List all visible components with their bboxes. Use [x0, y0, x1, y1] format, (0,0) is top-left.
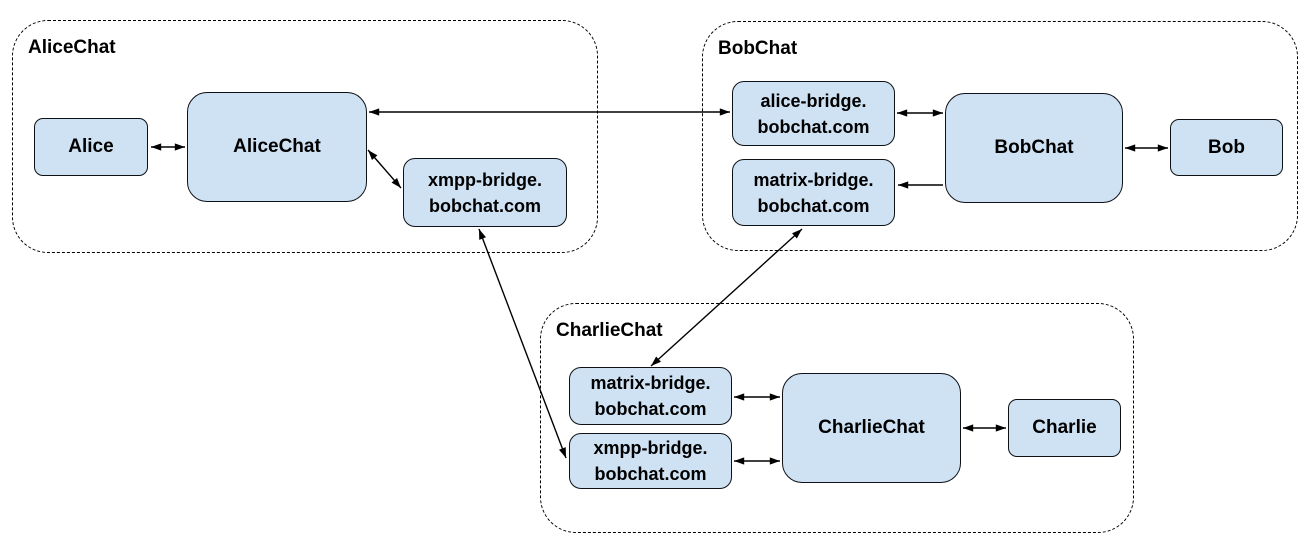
node-bob-user-label: Bob [1208, 136, 1245, 158]
node-bob-matrix-bridge-line2: bobchat.com [757, 195, 870, 216]
node-alice-xmpp-bridge-line2: bobchat.com [428, 195, 541, 216]
group-alicechat-label: AliceChat [28, 37, 116, 58]
node-charliechat-server-label: CharlieChat [818, 417, 925, 438]
node-charlie-xmpp-bridge: xmpp-bridge. bobchat.com [569, 433, 732, 489]
node-alice-user-label: Alice [68, 136, 114, 157]
node-alicechat-server-label: AliceChat [233, 136, 321, 157]
node-bob-matrix-bridge-line1: matrix-bridge. [753, 169, 874, 190]
node-charlie-user: Charlie [1008, 399, 1121, 457]
node-bob-alice-bridge: alice-bridge. bobchat.com [732, 81, 895, 146]
node-charlie-matrix-bridge-line2: bobchat.com [594, 399, 707, 419]
group-bobchat-label: BobChat [718, 38, 798, 59]
group-charliechat-label: CharlieChat [556, 320, 663, 341]
node-bob-matrix-bridge: matrix-bridge. bobchat.com [732, 159, 895, 226]
node-bob-alice-bridge-line2: bobchat.com [757, 116, 870, 137]
group-alicechat: AliceChat [12, 20, 598, 253]
node-charlie-xmpp-bridge-line2: bobchat.com [594, 464, 707, 484]
node-alice-xmpp-bridge-line1: xmpp-bridge. [427, 169, 542, 190]
node-charlie-matrix-bridge-line1: matrix-bridge. [590, 373, 711, 393]
node-charlie-matrix-bridge: matrix-bridge. bobchat.com [569, 367, 732, 425]
node-charlie-xmpp-bridge-line1: xmpp-bridge. [593, 438, 708, 458]
group-charliechat: CharlieChat [540, 303, 1134, 533]
node-alicechat-server: AliceChat [187, 92, 367, 202]
group-bobchat: BobChat [702, 21, 1298, 251]
node-alice-user: Alice [34, 118, 148, 176]
node-bob-alice-bridge-line1: alice-bridge. [760, 90, 867, 111]
node-charlie-user-label: Charlie [1032, 417, 1097, 438]
node-alice-xmpp-bridge: xmpp-bridge. bobchat.com [403, 158, 567, 227]
node-bobchat-server: BobChat [945, 93, 1123, 203]
node-bobchat-server-label: BobChat [994, 137, 1074, 158]
node-charliechat-server: CharlieChat [782, 373, 961, 483]
node-bob-user: Bob [1170, 119, 1283, 176]
